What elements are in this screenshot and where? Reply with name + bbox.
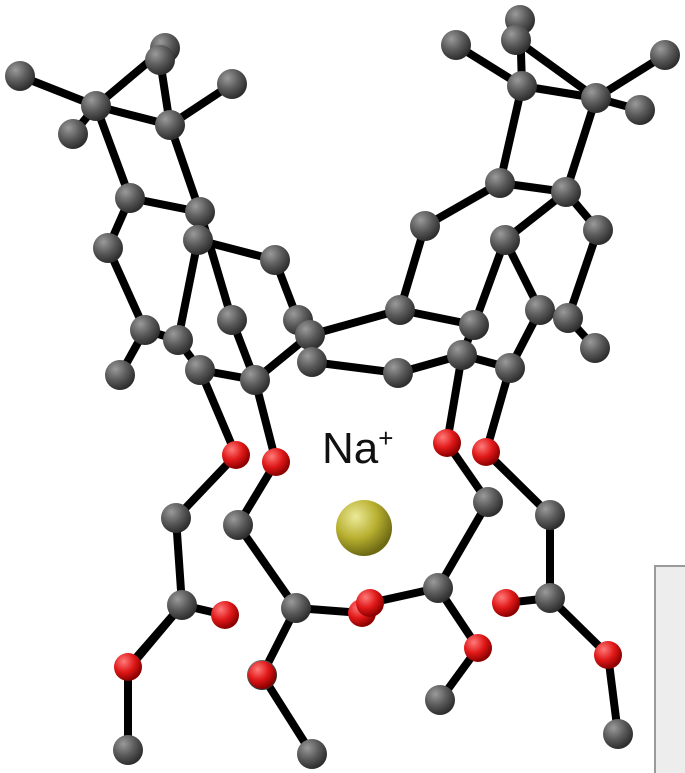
- carbon-atom-f1: [473, 487, 503, 517]
- carbon-atom-c8: [485, 168, 515, 198]
- carbon-atom-e4: [297, 739, 327, 769]
- oxygen-atom-o7: [248, 661, 276, 689]
- carbon-atom-c5: [581, 83, 611, 113]
- carbon-atom-a13: [163, 325, 193, 355]
- bond-65: [434, 498, 492, 592]
- bond-34: [562, 94, 600, 196]
- carbon-atom-a6: [155, 110, 185, 140]
- bond-25: [306, 306, 404, 339]
- oxygen-atom-o2: [262, 448, 290, 476]
- carbon-atom-a7: [217, 69, 247, 99]
- carbon-atom-c3: [501, 25, 531, 55]
- carbon-atom-a5: [145, 45, 175, 75]
- carbon-atom-f2: [423, 573, 453, 603]
- oxygen-atom-o5: [211, 601, 239, 629]
- carbon-atom-e2: [281, 593, 311, 623]
- carbon-atom-e1: [223, 510, 253, 540]
- bond-14: [174, 236, 202, 344]
- carbon-atom-c10: [410, 211, 440, 241]
- carbon-atom-c7: [625, 95, 655, 125]
- carbon-atom-f3: [425, 685, 455, 715]
- bond-8: [166, 121, 204, 216]
- carbon-atom-a10: [185, 197, 215, 227]
- carbon-atom-b6: [297, 347, 327, 377]
- carbon-atom-c4: [507, 71, 537, 101]
- carbon-atom-g2: [535, 583, 565, 613]
- carbon-atom-a1: [5, 61, 35, 91]
- carbon-atom-c17: [383, 358, 413, 388]
- carbon-atom-c18: [447, 340, 477, 370]
- bond-33: [496, 82, 526, 187]
- carbon-atom-c11: [490, 225, 520, 255]
- bond-63: [258, 671, 316, 758]
- carbon-atom-d1: [161, 503, 191, 533]
- oxygen-atom-o12: [594, 641, 622, 669]
- ion-charge: +: [378, 423, 394, 453]
- oxygen-atom-o4: [472, 438, 500, 466]
- carbon-atom-c13: [385, 295, 415, 325]
- bond-41: [470, 236, 509, 329]
- oxygen-atom-o9: [356, 589, 384, 617]
- bond-50: [196, 366, 240, 459]
- carbon-atom-a11: [183, 225, 213, 255]
- oxygen-atom-o10: [464, 634, 492, 662]
- ion-symbol: Na: [322, 424, 379, 473]
- carbon-atom-c6: [650, 40, 680, 70]
- carbon-atom-a3: [58, 119, 88, 149]
- carbon-atom-b5: [295, 320, 325, 350]
- carbon-atom-d4: [113, 735, 143, 765]
- carbon-atom-c14: [459, 310, 489, 340]
- partial-frame-corner: [654, 565, 685, 773]
- carbon-atom-c16: [553, 303, 583, 333]
- carbon-atom-g1: [535, 500, 565, 530]
- bond-60: [234, 521, 300, 612]
- carbon-atom-c19: [495, 353, 525, 383]
- carbon-atom-a14: [105, 360, 135, 390]
- oxygen-atom-o11: [492, 589, 520, 617]
- oxygen-atom-o1: [222, 441, 250, 469]
- carbon-atom-g3: [603, 719, 633, 749]
- carbon-atom-a15: [185, 355, 215, 385]
- carbon-atom-b1: [260, 245, 290, 275]
- sodium-ion-atom: [336, 500, 392, 556]
- carbon-atom-c15: [525, 295, 555, 325]
- carbon-atom-a12: [130, 315, 160, 345]
- bond-29: [512, 36, 600, 102]
- carbon-atom-d2: [167, 590, 197, 620]
- carbon-atom-a9: [93, 233, 123, 263]
- carbon-atom-c20: [580, 333, 610, 363]
- bond-7: [92, 102, 134, 202]
- carbon-atom-a8: [115, 183, 145, 213]
- bond-42: [564, 226, 602, 322]
- oxygen-atom-o3: [433, 429, 461, 457]
- sodium-ion-label: Na+: [322, 425, 393, 471]
- carbon-atom-b4: [240, 365, 270, 395]
- carbon-atom-a2: [81, 91, 111, 121]
- carbon-atom-c12: [583, 215, 613, 245]
- carbon-atom-c1: [441, 30, 471, 60]
- oxygen-atom-o6: [114, 653, 142, 681]
- carbon-atom-c9: [551, 177, 581, 207]
- carbon-atom-b2: [217, 305, 247, 335]
